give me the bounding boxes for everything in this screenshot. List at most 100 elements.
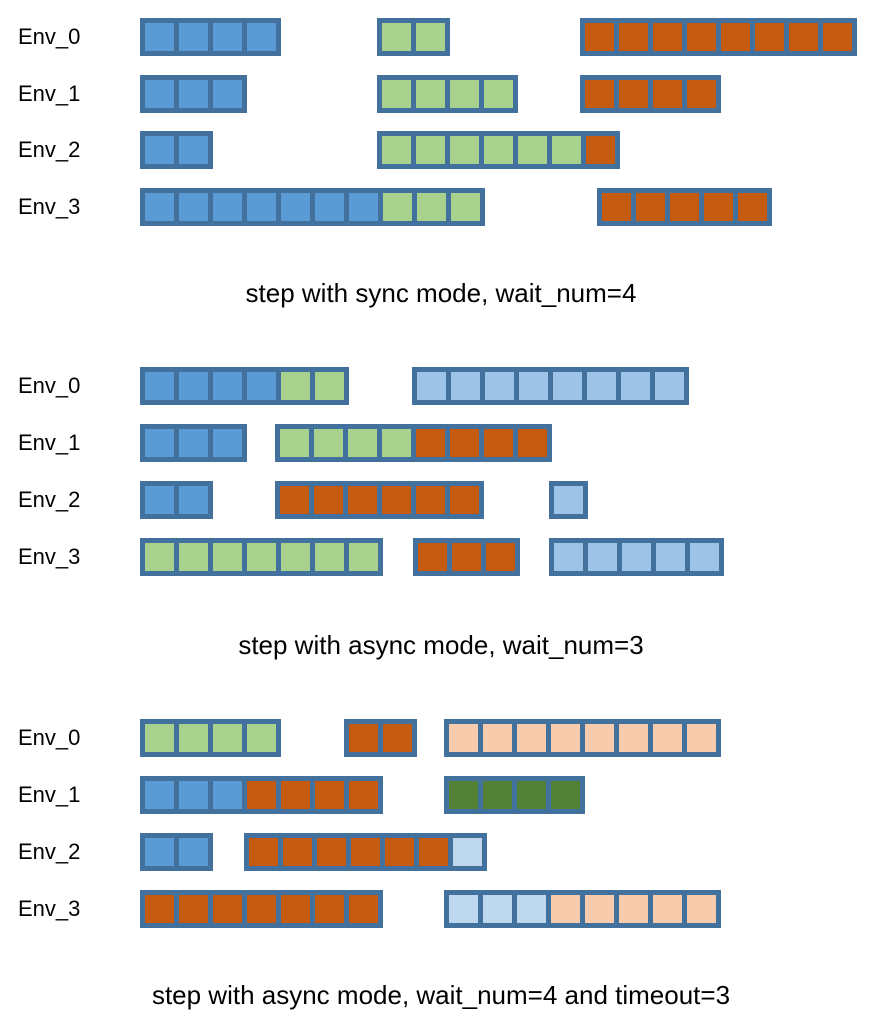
step-cell-dark_green: [449, 781, 478, 809]
step-segment-box: [377, 75, 518, 113]
step-cell-orange: [382, 486, 411, 514]
step-cell-orange: [179, 895, 208, 923]
step-segment-box: [597, 188, 772, 226]
panel-caption-async-wait3: step with async mode, wait_num=3: [238, 630, 644, 660]
step-cell-green: [315, 372, 344, 400]
step-cell-dark_green: [483, 781, 512, 809]
step-cell-orange: [450, 429, 479, 457]
step-segment-box: [377, 131, 620, 169]
step-cell-green: [383, 193, 412, 221]
step-cell-peach: [687, 895, 716, 923]
step-cell-green: [349, 543, 378, 571]
step-cell-orange: [585, 23, 614, 51]
step-cell-green: [382, 23, 411, 51]
step-cell-blue: [179, 193, 208, 221]
step-cell-light_blue: [588, 543, 617, 571]
env-label-async-wait4-timeout3: Env_1: [18, 782, 81, 807]
step-cell-green: [281, 372, 310, 400]
step-cell-blue: [247, 193, 276, 221]
step-cell-green: [179, 724, 208, 752]
step-cell-orange: [247, 895, 276, 923]
step-cell-orange: [823, 23, 852, 51]
step-cell-orange: [247, 781, 276, 809]
step-segment-box: [140, 424, 247, 462]
step-cell-green: [213, 543, 242, 571]
env-label-async-wait3: Env_1: [18, 430, 81, 455]
env-label-async-wait3: Env_2: [18, 487, 81, 512]
step-cell-orange: [755, 23, 784, 51]
step-cell-peach: [585, 895, 614, 923]
step-cell-orange: [416, 486, 445, 514]
step-cell-green: [451, 193, 480, 221]
step-cell-peach: [517, 724, 546, 752]
step-segment-box: [549, 538, 724, 576]
step-cell-orange: [280, 486, 309, 514]
step-cell-orange: [585, 80, 614, 108]
step-cell-light_blue: [622, 543, 651, 571]
step-cell-green: [314, 429, 343, 457]
env-label-sync-wait4: Env_3: [18, 194, 81, 219]
step-segment-box: [444, 776, 585, 814]
step-cell-orange: [419, 838, 448, 866]
env-label-async-wait3: Env_0: [18, 373, 81, 398]
step-cell-blue: [213, 429, 242, 457]
step-cell-orange: [213, 895, 242, 923]
step-cell-orange: [619, 23, 648, 51]
step-cell-green: [213, 724, 242, 752]
step-segment-box: [140, 75, 247, 113]
step-cell-peach: [449, 724, 478, 752]
step-cell-blue: [213, 23, 242, 51]
step-cell-light_blue: [621, 372, 650, 400]
step-segment-box: [275, 481, 484, 519]
step-segment-box: [580, 75, 721, 113]
step-segment-box: [244, 833, 487, 871]
step-cell-peach: [619, 724, 648, 752]
step-cell-orange: [315, 781, 344, 809]
step-cell-green: [145, 543, 174, 571]
step-cell-peach: [551, 895, 580, 923]
step-cell-dark_green: [551, 781, 580, 809]
step-cell-green: [518, 136, 547, 164]
step-cell-green: [145, 724, 174, 752]
step-segment-box: [344, 719, 417, 757]
step-cell-pale_blue: [517, 895, 546, 923]
step-cell-blue: [213, 193, 242, 221]
step-cell-blue: [179, 781, 208, 809]
step-cell-orange: [281, 895, 310, 923]
step-cell-orange: [602, 193, 631, 221]
step-cell-blue: [179, 23, 208, 51]
step-segment-box: [140, 719, 281, 757]
step-cell-orange: [789, 23, 818, 51]
step-segment-box: [140, 481, 213, 519]
step-cell-green: [382, 80, 411, 108]
env-label-async-wait4-timeout3: Env_0: [18, 725, 81, 750]
step-cell-orange: [653, 23, 682, 51]
step-cell-orange: [670, 193, 699, 221]
step-segment-box: [140, 367, 349, 405]
step-cell-light_blue: [485, 372, 514, 400]
step-cell-blue: [213, 781, 242, 809]
step-cell-orange: [315, 895, 344, 923]
step-cell-green: [416, 136, 445, 164]
step-cell-peach: [687, 724, 716, 752]
step-cell-orange: [249, 838, 278, 866]
step-cell-orange: [486, 543, 515, 571]
step-segment-box: [140, 890, 383, 928]
step-cell-orange: [518, 429, 547, 457]
step-cell-orange: [687, 80, 716, 108]
step-cell-peach: [619, 895, 648, 923]
step-cell-orange: [418, 543, 447, 571]
step-cell-blue: [213, 372, 242, 400]
step-cell-orange: [283, 838, 312, 866]
step-cell-peach: [585, 724, 614, 752]
step-cell-green: [315, 543, 344, 571]
step-cell-light_blue: [690, 543, 719, 571]
step-cell-orange: [383, 724, 412, 752]
step-cell-orange: [636, 193, 665, 221]
step-cell-blue: [145, 136, 174, 164]
step-cell-peach: [483, 724, 512, 752]
step-cell-orange: [314, 486, 343, 514]
step-cell-orange: [721, 23, 750, 51]
step-cell-light_blue: [554, 486, 583, 514]
env-label-async-wait4-timeout3: Env_2: [18, 839, 81, 864]
